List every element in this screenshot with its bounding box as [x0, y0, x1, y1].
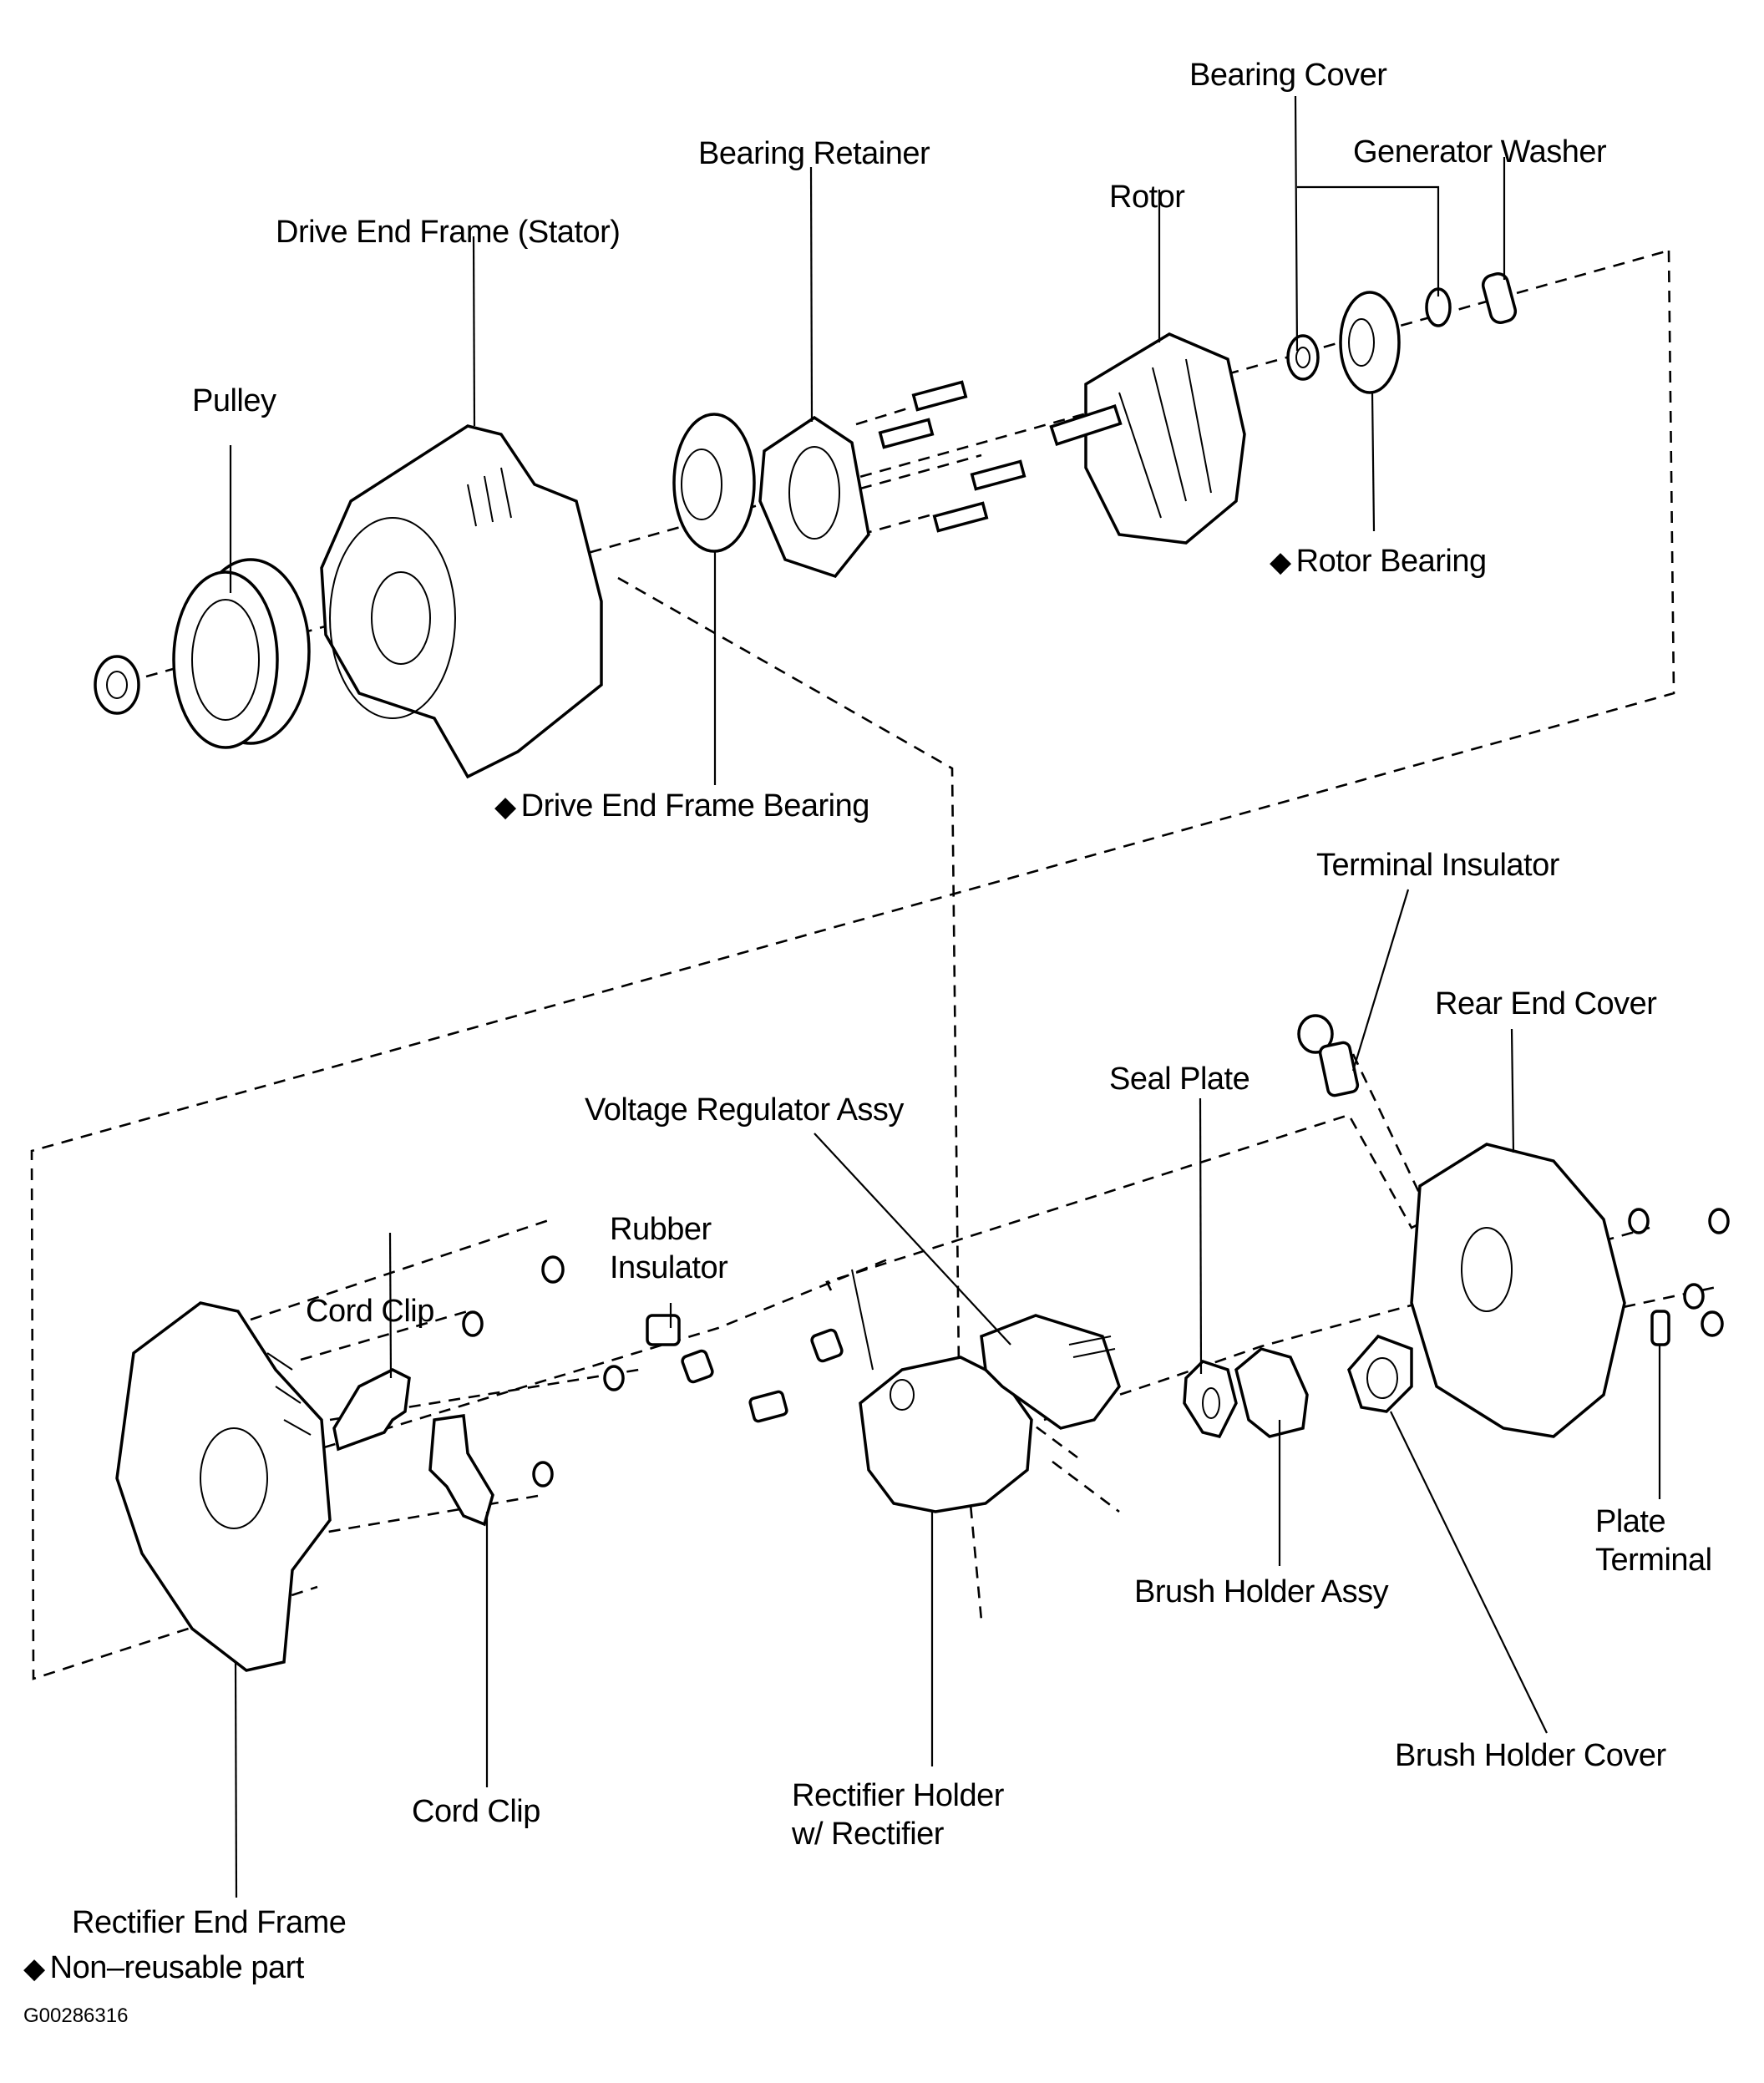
label-rectifier-holder: Rectifier Holder w/ Rectifier	[792, 1778, 1004, 1852]
label-generator-washer: Generator Washer	[1353, 134, 1607, 170]
plate-terminal-part	[1650, 1310, 1670, 1346]
brush-holder-assy-part	[1234, 1347, 1309, 1438]
leader-rear-end-cover	[1510, 1028, 1515, 1153]
leader-bearing-retainer	[809, 166, 814, 423]
drive-end-frame-part	[320, 424, 603, 779]
assembly-guide-lines	[30, 249, 1721, 1680]
label-rubber-insulator: Rubber Insulator	[610, 1212, 728, 1285]
rectifier-screw-axis	[1052, 1460, 1120, 1513]
rear-end-cover-part	[1410, 1143, 1626, 1438]
rectifier-end-frame-part	[115, 1301, 332, 1672]
label-pulley: Pulley	[192, 383, 276, 418]
label-plate-terminal: Plate Terminal	[1595, 1504, 1712, 1578]
nuts-lower	[462, 1255, 625, 1487]
label-terminal-insulator: Terminal Insulator	[1316, 848, 1559, 883]
terminal-insulator-guide	[1351, 1053, 1422, 1195]
legend: ◆Non–reusable part	[23, 1949, 304, 1988]
non-reusable-diamond-icon: ◆	[23, 1953, 45, 1984]
brush-holder-cover-part	[1347, 1334, 1413, 1413]
label-drive-end-frame-bearing: ◆Drive End Frame Bearing	[494, 788, 869, 826]
pulley-part	[172, 558, 311, 749]
label-bearing-cover: Bearing Cover	[1189, 58, 1387, 93]
lower-axis-1	[250, 1218, 552, 1321]
label-rectifier-end-frame: Rectifier End Frame	[72, 1905, 347, 1940]
bolts-upper	[878, 380, 1026, 533]
bolt-axis-1	[855, 406, 911, 426]
label-cord-clip-lower: Cord Clip	[412, 1794, 540, 1829]
leader-rotor-bearing	[1371, 392, 1376, 532]
cord-clip-lower-part	[428, 1414, 494, 1527]
rotor-part	[1049, 332, 1246, 545]
non-reusable-diamond-icon: ◆	[1270, 546, 1291, 578]
label-rotor-bearing-text: Rotor Bearing	[1295, 544, 1487, 579]
non-reusable-diamond-icon: ◆	[494, 791, 516, 823]
right-boundary	[30, 250, 1675, 1680]
label-seal-plate: Seal Plate	[1109, 1062, 1250, 1097]
rotor-bearing-part	[1339, 291, 1401, 394]
leader-lines	[229, 95, 1661, 1898]
leader-brush-holder-cover	[1390, 1411, 1548, 1734]
drive-end-bearing-part	[672, 413, 756, 553]
label-rotor: Rotor	[1109, 180, 1185, 215]
terminal-insulator-part	[1297, 1014, 1360, 1097]
nut	[94, 655, 140, 715]
bolt-axis-3	[859, 512, 936, 536]
regulator-box	[825, 1113, 1513, 1291]
bearing-cover-front	[1286, 334, 1320, 381]
generator-washer-part	[1481, 272, 1518, 324]
leader-cord-clip-upper	[388, 1232, 393, 1379]
label-drive-end-frame-stator: Drive End Frame (Stator)	[276, 215, 621, 250]
rectifier-holder-part	[851, 1269, 1033, 1513]
figure-id: G00286316	[23, 2004, 129, 2027]
label-rear-end-cover: Rear End Cover	[1435, 986, 1657, 1021]
lower-axis-3	[329, 1368, 640, 1422]
lower-axis-5	[308, 1493, 544, 1537]
legend-text: Non–reusable part	[49, 1950, 305, 1985]
terminal-guide	[617, 576, 1078, 1459]
lower-axis-2	[300, 1310, 469, 1361]
label-bearing-retainer: Bearing Retainer	[698, 136, 930, 171]
bearing-retainer-part	[758, 415, 870, 579]
rear-nuts	[1628, 1208, 1730, 1337]
label-cord-clip-upper: Cord Clip	[306, 1294, 434, 1329]
bolt-axis-2	[859, 454, 982, 490]
label-rotor-bearing: ◆Rotor Bearing	[1270, 543, 1487, 581]
cord-clip-upper-part	[332, 1368, 411, 1452]
seal-plate-part	[1183, 1359, 1238, 1439]
rubber-insulator-parts	[646, 1314, 844, 1423]
voltage-regulator-part	[980, 1314, 1121, 1430]
label-brush-holder-cover: Brush Holder Cover	[1395, 1738, 1666, 1773]
leader-voltage-regulator	[814, 1133, 1011, 1346]
label-brush-holder-assy: Brush Holder Assy	[1134, 1574, 1389, 1609]
leader-bearing-cover	[1294, 95, 1440, 352]
label-drive-end-frame-bearing-text: Drive End Frame Bearing	[520, 788, 870, 824]
lower-axis-4	[304, 1255, 895, 1455]
label-voltage-regulator-assy: Voltage Regulator Assy	[585, 1092, 904, 1128]
leader-terminal-insulator	[1351, 889, 1410, 1072]
rectifier-lower-screw	[967, 1486, 983, 1621]
leader-seal-plate	[1199, 1097, 1203, 1375]
